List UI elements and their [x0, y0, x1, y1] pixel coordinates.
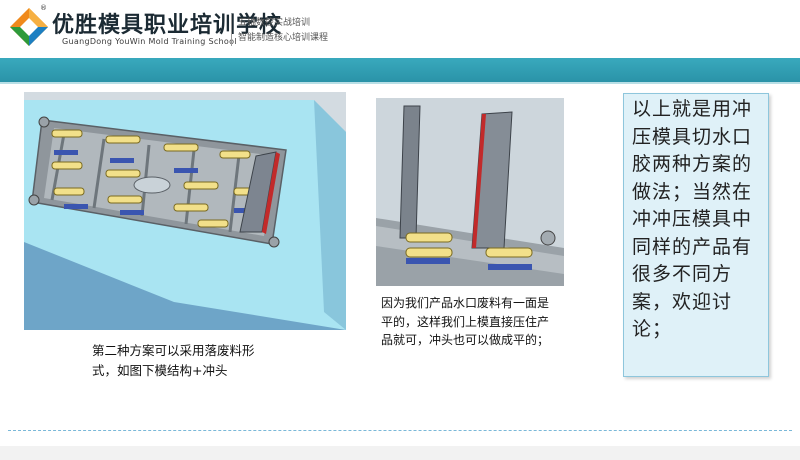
school-name-en: GuangDong YouWin Mold Training School: [62, 37, 237, 46]
tagline-2: 智能制造核心培训课程: [238, 33, 329, 43]
footer-band: [0, 446, 800, 460]
registered-mark: ®: [40, 4, 47, 12]
tagline-1: 五轴数控实战培训: [238, 18, 311, 28]
caption-left: 第二种方案可以采用落废料形式，如图下模结构+冲头: [92, 343, 255, 378]
footer-divider: [8, 430, 792, 431]
school-name: 优胜模具职业培训学校: [52, 13, 283, 38]
mold-plate-image: [24, 92, 346, 330]
note-text: 以上就是用冲压模具切水口胶两种方案的做法；当然在冲冲压模具中同样的产品有很多不同…: [632, 98, 753, 340]
title-band: [0, 58, 800, 82]
punch-closeup-image: [376, 98, 564, 286]
header: ® 优胜模具职业培训学校 GuangDong YouWin Mold Train…: [0, 0, 800, 58]
caption-middle: 因为我们产品水口废料有一面是平的，这样我们上模直接压住产品就可，冲头也可以做成平…: [381, 296, 550, 347]
diamond-logo-icon: [10, 8, 48, 46]
header-divider: [231, 14, 232, 46]
note-box: 以上就是用冲压模具切水口胶两种方案的做法；当然在冲冲压模具中同样的产品有很多不同…: [623, 93, 769, 377]
title-band-underline: [0, 82, 800, 84]
